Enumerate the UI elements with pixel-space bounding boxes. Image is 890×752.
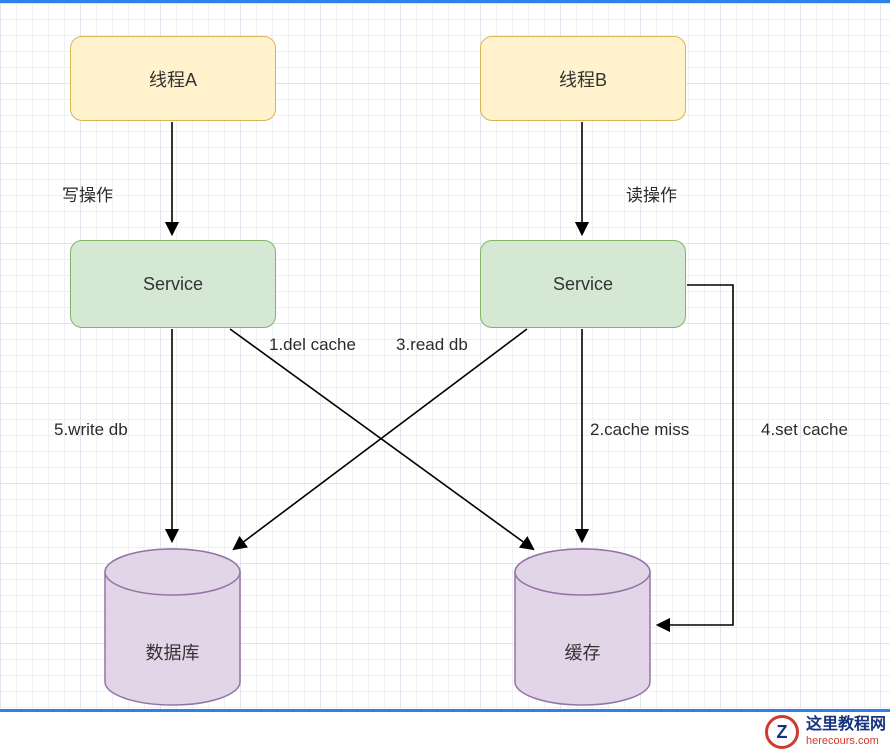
database-label: 数据库 bbox=[145, 643, 200, 663]
watermark: Z 这里教程网 herecours.com bbox=[764, 715, 886, 749]
arrow-serviceB-database-readdb bbox=[232, 328, 528, 551]
node-thread-b: 线程B bbox=[480, 36, 686, 121]
watermark-site-name: 这里教程网 bbox=[805, 716, 886, 734]
diagram-canvas: 线程A 线程B Service Service 数据库 缓存 写操作 读操作 1… bbox=[0, 3, 890, 709]
watermark-site-url: herecours.com bbox=[805, 734, 879, 747]
diagram-wires bbox=[104, 122, 734, 706]
edge-label-read-op: 读操作 bbox=[626, 186, 677, 205]
edge-label-del-cache: 1.del cache bbox=[269, 335, 356, 354]
node-thread-a-label: 线程A bbox=[148, 69, 197, 90]
bottom-divider bbox=[0, 709, 890, 712]
node-service-a: Service bbox=[70, 240, 276, 328]
node-thread-b-label: 线程B bbox=[558, 69, 607, 90]
node-service-b-label: Service bbox=[552, 273, 614, 294]
node-service-b: Service bbox=[480, 240, 686, 328]
footer: Z 这里教程网 herecours.com bbox=[0, 712, 890, 752]
cache-cylinder bbox=[514, 548, 651, 706]
edge-label-set-cache: 4.set cache bbox=[761, 420, 848, 439]
node-service-a-label: Service bbox=[142, 273, 204, 294]
edge-label-cache-miss: 2.cache miss bbox=[590, 420, 690, 439]
top-divider bbox=[0, 0, 890, 3]
edge-label-write-op: 写操作 bbox=[62, 186, 113, 205]
cache-label: 缓存 bbox=[564, 643, 601, 663]
watermark-logo-icon: Z bbox=[764, 715, 799, 749]
edge-label-write-db: 5.write db bbox=[54, 420, 128, 439]
node-thread-a: 线程A bbox=[70, 36, 276, 121]
edge-label-read-db: 3.read db bbox=[396, 335, 468, 354]
database-cylinder bbox=[104, 548, 241, 706]
arrow-serviceB-cache-setcache bbox=[655, 284, 734, 633]
